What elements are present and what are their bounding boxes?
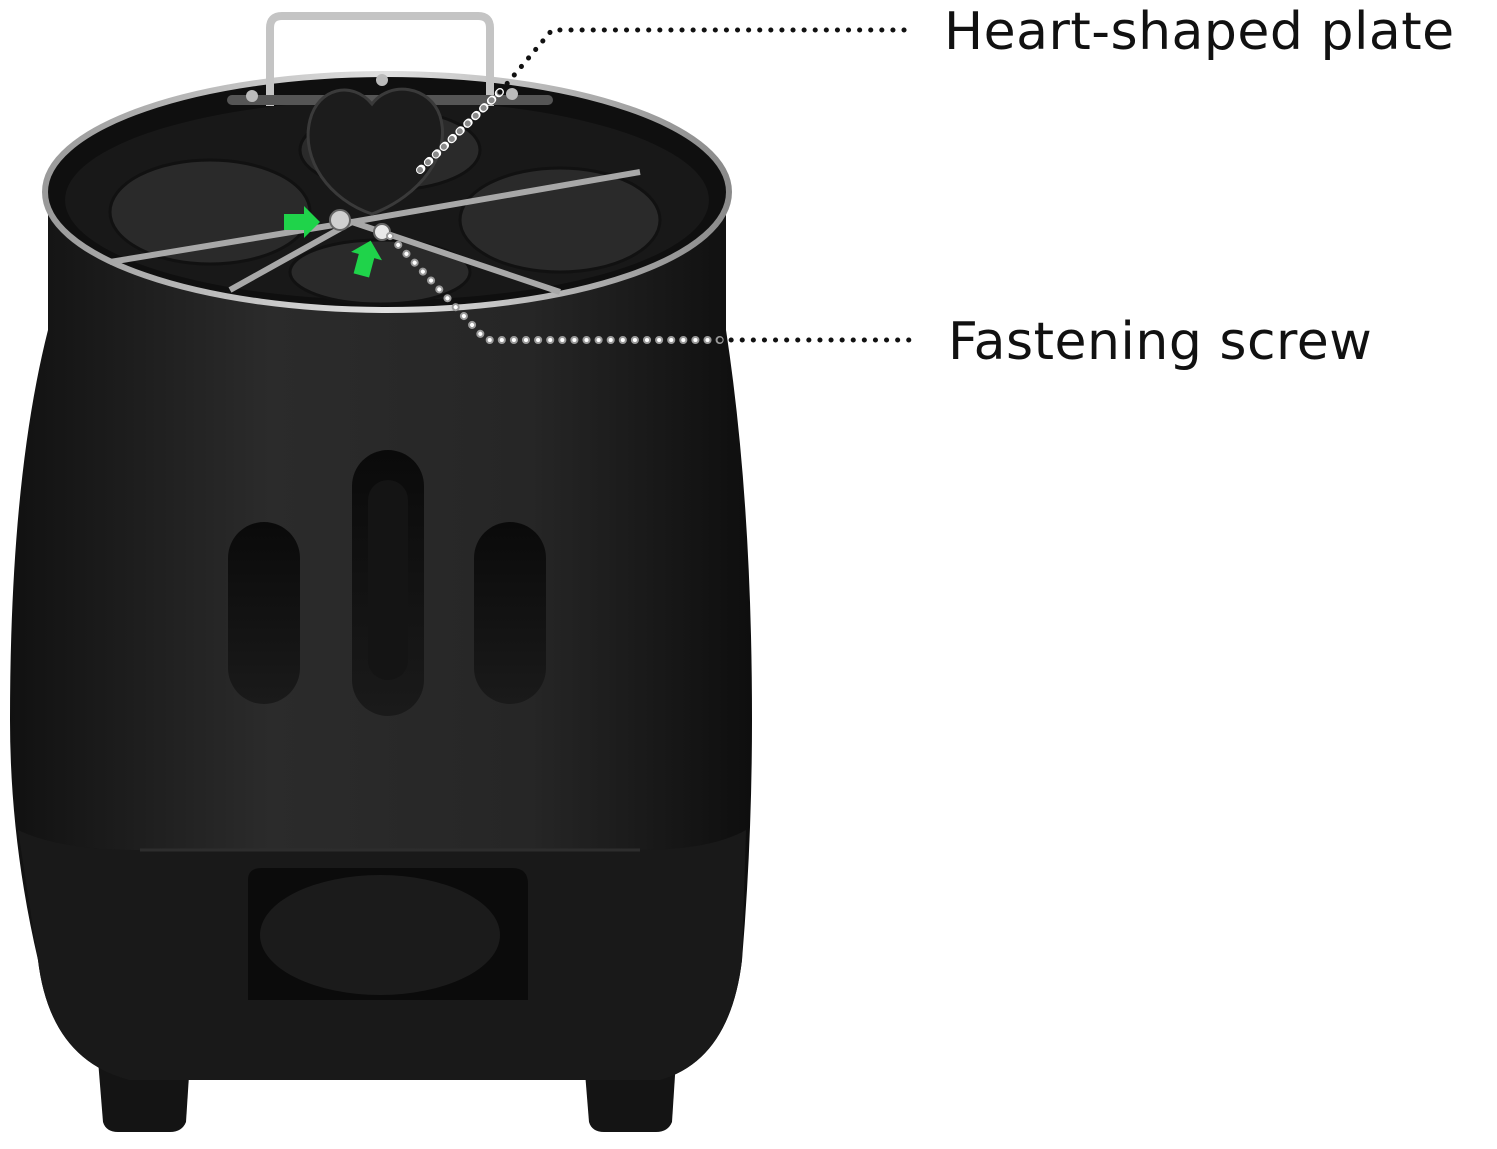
- cross-bracket: [109, 169, 641, 295]
- side-slot-left: [228, 522, 300, 704]
- carry-handle: [266, 12, 494, 106]
- side-slot-right: [474, 522, 546, 704]
- callout-label-fastening-screw: Fastening screw: [948, 312, 1373, 372]
- callout-label-heart-plate: Heart-shaped plate: [944, 2, 1455, 62]
- fastening-screw-head: [329, 209, 351, 231]
- green-arrow-icon: [284, 206, 382, 278]
- leader-line-heart: [416, 27, 913, 174]
- leader-line-screw: [386, 232, 919, 344]
